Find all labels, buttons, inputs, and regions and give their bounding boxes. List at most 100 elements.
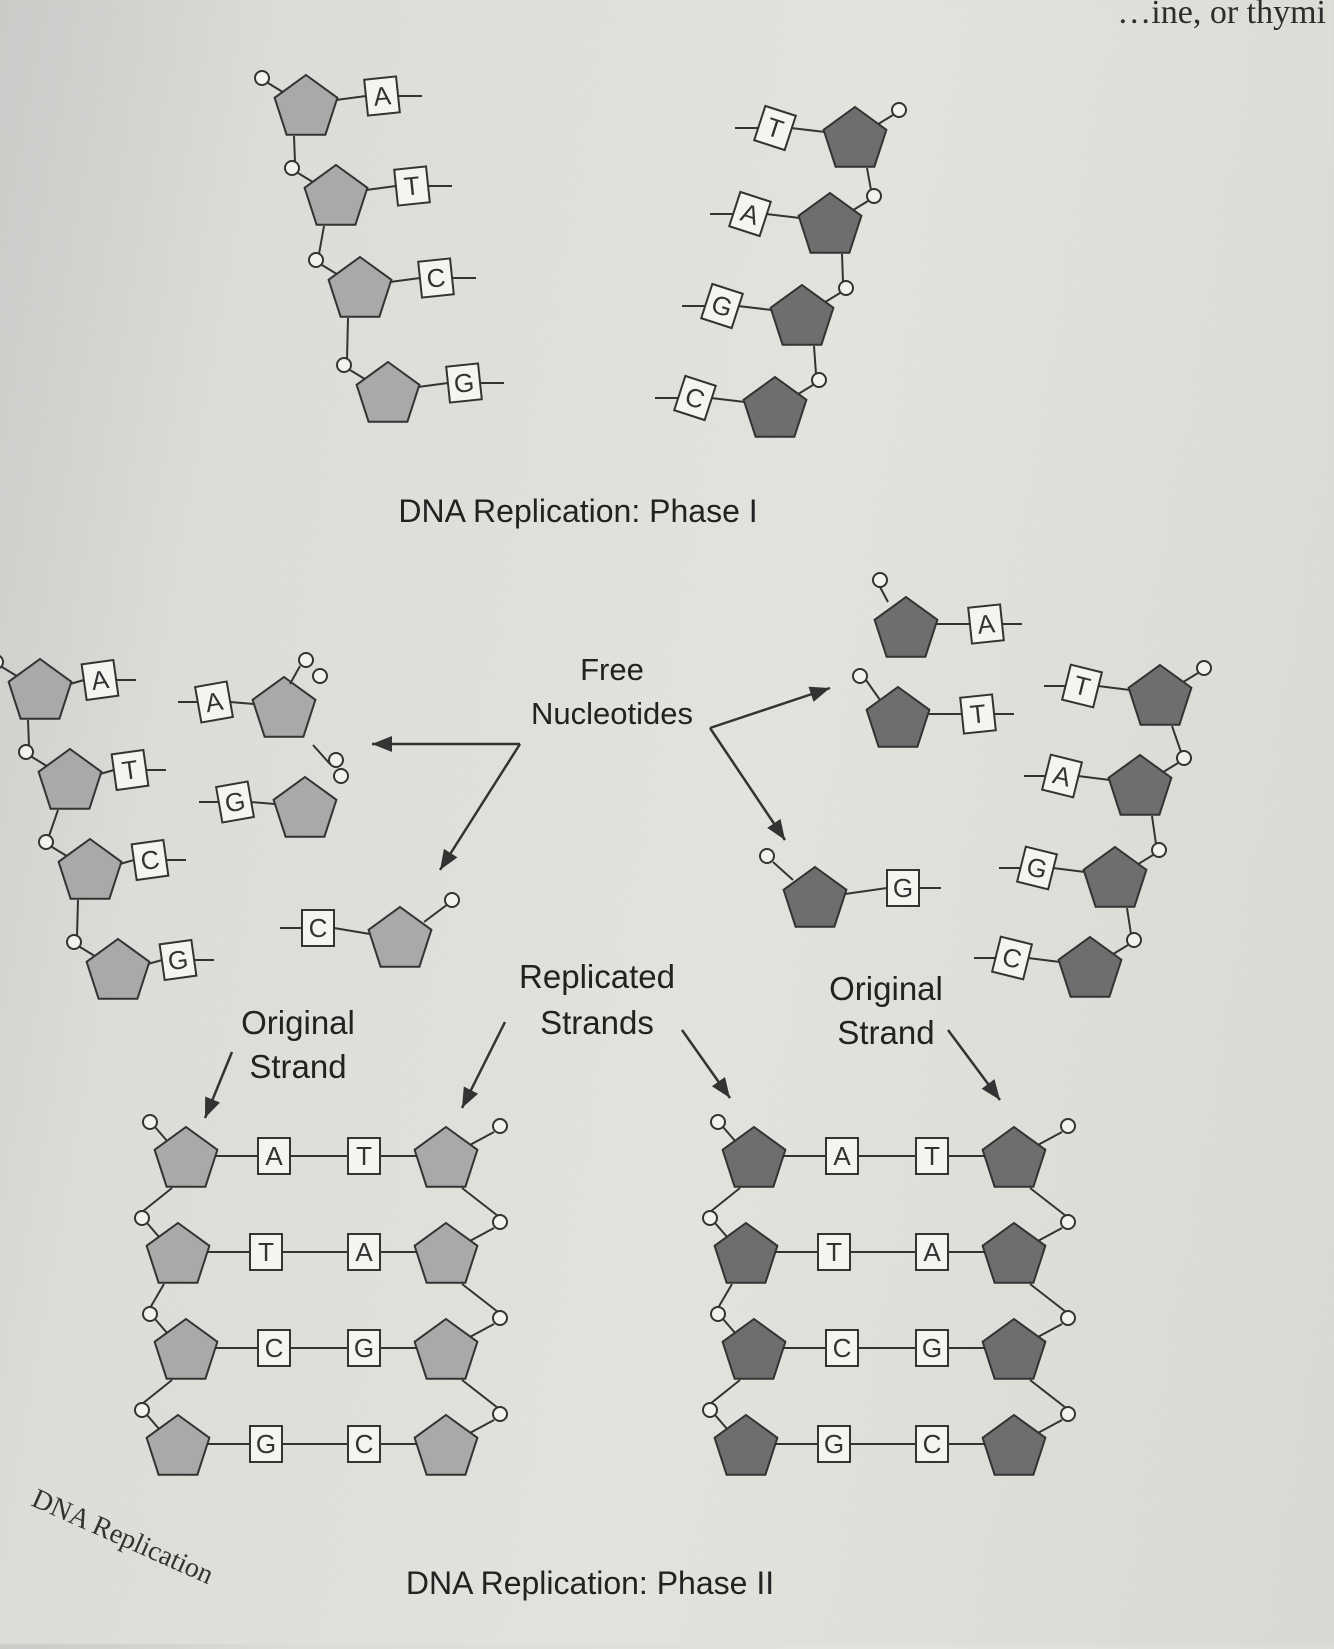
nitrogen-base: A — [967, 603, 1005, 645]
phosphate-circle — [1176, 750, 1192, 766]
nitrogen-base: G — [445, 362, 483, 404]
phosphate-circle — [134, 1210, 150, 1226]
sugar-pentagon — [145, 1413, 211, 1476]
nitrogen-base: T — [249, 1233, 283, 1271]
phosphate-circle — [1060, 1118, 1076, 1134]
base-letter: G — [893, 873, 913, 903]
bond-line — [48, 809, 59, 837]
base-letter: G — [922, 1333, 942, 1363]
nitrogen-base: G — [699, 282, 745, 330]
sugar-pentagon — [145, 1221, 211, 1284]
phosphate-circle — [811, 372, 827, 388]
bond-line — [1029, 1283, 1067, 1313]
sugar-pentagon — [413, 1317, 479, 1380]
bond-line — [844, 887, 888, 895]
base-letter: A — [355, 1237, 373, 1267]
arrow-head — [711, 1077, 730, 1098]
phosphate-circle — [852, 668, 868, 684]
phase2-title-line: DNA Replication: Phase II — [406, 1565, 774, 1601]
sugar-pentagon — [367, 905, 433, 968]
phase1-title-line: DNA Replication: Phase I — [398, 493, 757, 529]
bond-line — [417, 382, 449, 388]
bond-line — [1029, 1187, 1067, 1217]
sugar-pentagon — [1057, 935, 1123, 998]
bond-line — [1097, 685, 1131, 691]
bond-line — [841, 253, 844, 283]
phosphate-circle — [702, 1402, 718, 1418]
right-partial-free-nucleotide: G — [759, 848, 941, 928]
base-box — [393, 165, 431, 207]
base-letter: C — [309, 913, 328, 943]
bond-line — [250, 801, 276, 805]
arrow-head — [767, 818, 785, 840]
free-nucleotides-label-line: Nucleotides — [531, 696, 693, 731]
base-letter: T — [356, 1141, 372, 1171]
phosphate-circle — [492, 1118, 508, 1134]
bond-line — [467, 1227, 495, 1243]
bond-line — [146, 1222, 161, 1239]
base-letter: G — [354, 1333, 374, 1363]
sugar-pentagon — [1127, 663, 1193, 726]
bond-line — [389, 277, 421, 283]
base-box — [699, 282, 745, 330]
bond-line — [333, 927, 371, 935]
phosphate-circle — [1060, 1406, 1076, 1422]
bond-line — [229, 701, 255, 705]
nitrogen-base: A — [727, 190, 773, 238]
base-box — [915, 1329, 949, 1367]
original-strand-label-left-line: Original — [241, 1004, 355, 1041]
base-letter: A — [833, 1141, 851, 1171]
bond-line — [1035, 1131, 1063, 1147]
nitrogen-base: A — [347, 1233, 381, 1271]
base-box — [249, 1233, 283, 1271]
nitrogen-base: G — [817, 1425, 851, 1463]
sugar-pentagon — [355, 360, 421, 423]
base-box — [363, 75, 401, 117]
bond-line — [765, 213, 801, 219]
bond-line — [149, 1283, 165, 1309]
arrow — [709, 686, 831, 730]
nitrogen-base: G — [158, 938, 198, 982]
bond-line — [714, 1222, 729, 1239]
bond-line — [1126, 907, 1132, 935]
phosphate-circle — [710, 1114, 726, 1130]
base-box — [1060, 663, 1104, 709]
bond-line — [461, 1379, 499, 1409]
bond-line — [710, 397, 746, 403]
phosphate-circle — [492, 1406, 508, 1422]
bond-line — [147, 959, 163, 965]
sugar-pentagon — [273, 73, 339, 136]
base-letter: A — [976, 608, 997, 640]
nitrogen-base: A — [1040, 753, 1084, 799]
bond-line — [813, 345, 817, 375]
nitrogen-base: A — [363, 75, 401, 117]
arrow-head — [808, 686, 830, 702]
nitrogen-base: C — [347, 1425, 381, 1463]
base-box — [158, 938, 198, 982]
sugar-pentagon — [713, 1221, 779, 1284]
phosphate-circle — [142, 1114, 158, 1130]
bond-line — [467, 1419, 495, 1435]
arrow — [438, 743, 522, 871]
bond-line — [1151, 815, 1157, 845]
base-letter: A — [89, 664, 111, 696]
base-box — [257, 1329, 291, 1367]
bond-line — [293, 135, 296, 163]
sugar-pentagon — [413, 1125, 479, 1188]
sugar-pentagon — [873, 595, 939, 658]
sugar-pentagon — [153, 1317, 219, 1380]
bond-line — [289, 665, 301, 685]
base-box — [347, 1329, 381, 1367]
base-box — [110, 748, 150, 792]
bond-line — [1027, 957, 1061, 963]
sugar-pentagon — [797, 191, 863, 254]
arrow-head — [205, 1096, 220, 1118]
bond-line — [714, 1414, 729, 1431]
base-box — [249, 1425, 283, 1463]
